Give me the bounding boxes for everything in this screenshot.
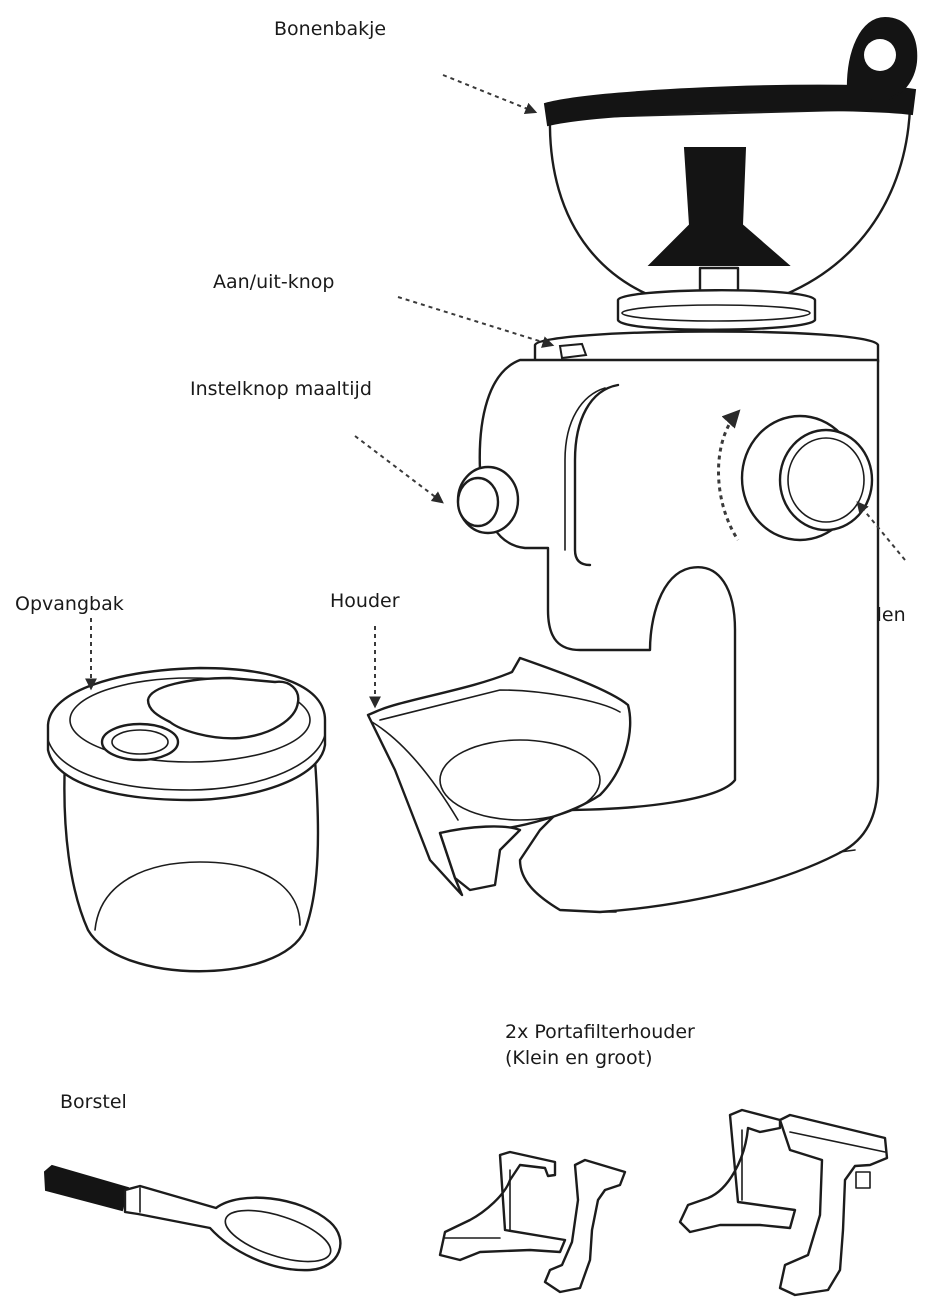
holder-tray-hole bbox=[439, 739, 601, 821]
grind-setting-knob bbox=[740, 414, 874, 542]
grinder-body bbox=[456, 330, 880, 914]
label-borstel: Borstel bbox=[60, 1090, 127, 1116]
label-houder-text: Houder bbox=[330, 590, 400, 612]
arrow-instelknop-maaltijd bbox=[354, 435, 444, 504]
leader-arrows bbox=[85, 74, 906, 709]
time-setting-knob bbox=[456, 465, 520, 535]
catch-container bbox=[46, 666, 327, 973]
brush-bristles bbox=[43, 1164, 130, 1212]
label-bonenbakje: Bonenbakje bbox=[274, 17, 386, 43]
power-button-icon bbox=[558, 342, 588, 360]
hopper-lid bbox=[543, 84, 917, 127]
label-aan-uit-knop: Aan/uit-knop bbox=[213, 270, 334, 296]
brush-handle bbox=[123, 1184, 342, 1272]
hopper-base-ellipse bbox=[621, 304, 811, 322]
arrow-aan-uit-knop bbox=[397, 296, 555, 348]
label-aan-uit-knop-text: Aan/uit-knop bbox=[213, 271, 335, 293]
label-houder: Houder bbox=[330, 589, 400, 615]
container-body bbox=[63, 758, 320, 973]
label-portafilterhouder: 2x Portafilterhouder (Klein en groot) bbox=[505, 1020, 695, 1071]
label-portafilterhouder-line2: (Klein en groot) bbox=[505, 1046, 653, 1069]
grind-holder bbox=[366, 656, 632, 897]
brush-loop bbox=[224, 1209, 332, 1263]
label-opvangbak: Opvangbak bbox=[15, 592, 124, 618]
bean-hopper bbox=[543, 16, 918, 331]
label-opvangbak-text: Opvangbak bbox=[15, 593, 124, 615]
container-lid-top bbox=[69, 677, 311, 763]
holder-tray bbox=[366, 656, 632, 897]
label-instelknop-maaltijd-text: Instelknop maaltijd bbox=[190, 378, 372, 400]
hopper-cone bbox=[647, 147, 791, 266]
label-borstel-text: Borstel bbox=[60, 1091, 127, 1113]
brush bbox=[43, 1164, 342, 1272]
label-instelknop-maaltijd: Instelknop maaltijd bbox=[190, 377, 372, 403]
portafilter-holder-large bbox=[678, 1108, 889, 1297]
container-lid-flap bbox=[146, 676, 300, 740]
hopper-loop-icon bbox=[846, 16, 918, 102]
grinder-front-panel bbox=[573, 383, 620, 567]
label-portafilterhouder-line1: 2x Portafilterhouder bbox=[505, 1021, 695, 1043]
arrow-bonenbakje bbox=[442, 74, 538, 114]
label-bonenbakje-text: Bonenbakje bbox=[274, 18, 387, 40]
portafilter-holder-small bbox=[438, 1150, 627, 1294]
hopper-base-ring bbox=[616, 289, 817, 331]
